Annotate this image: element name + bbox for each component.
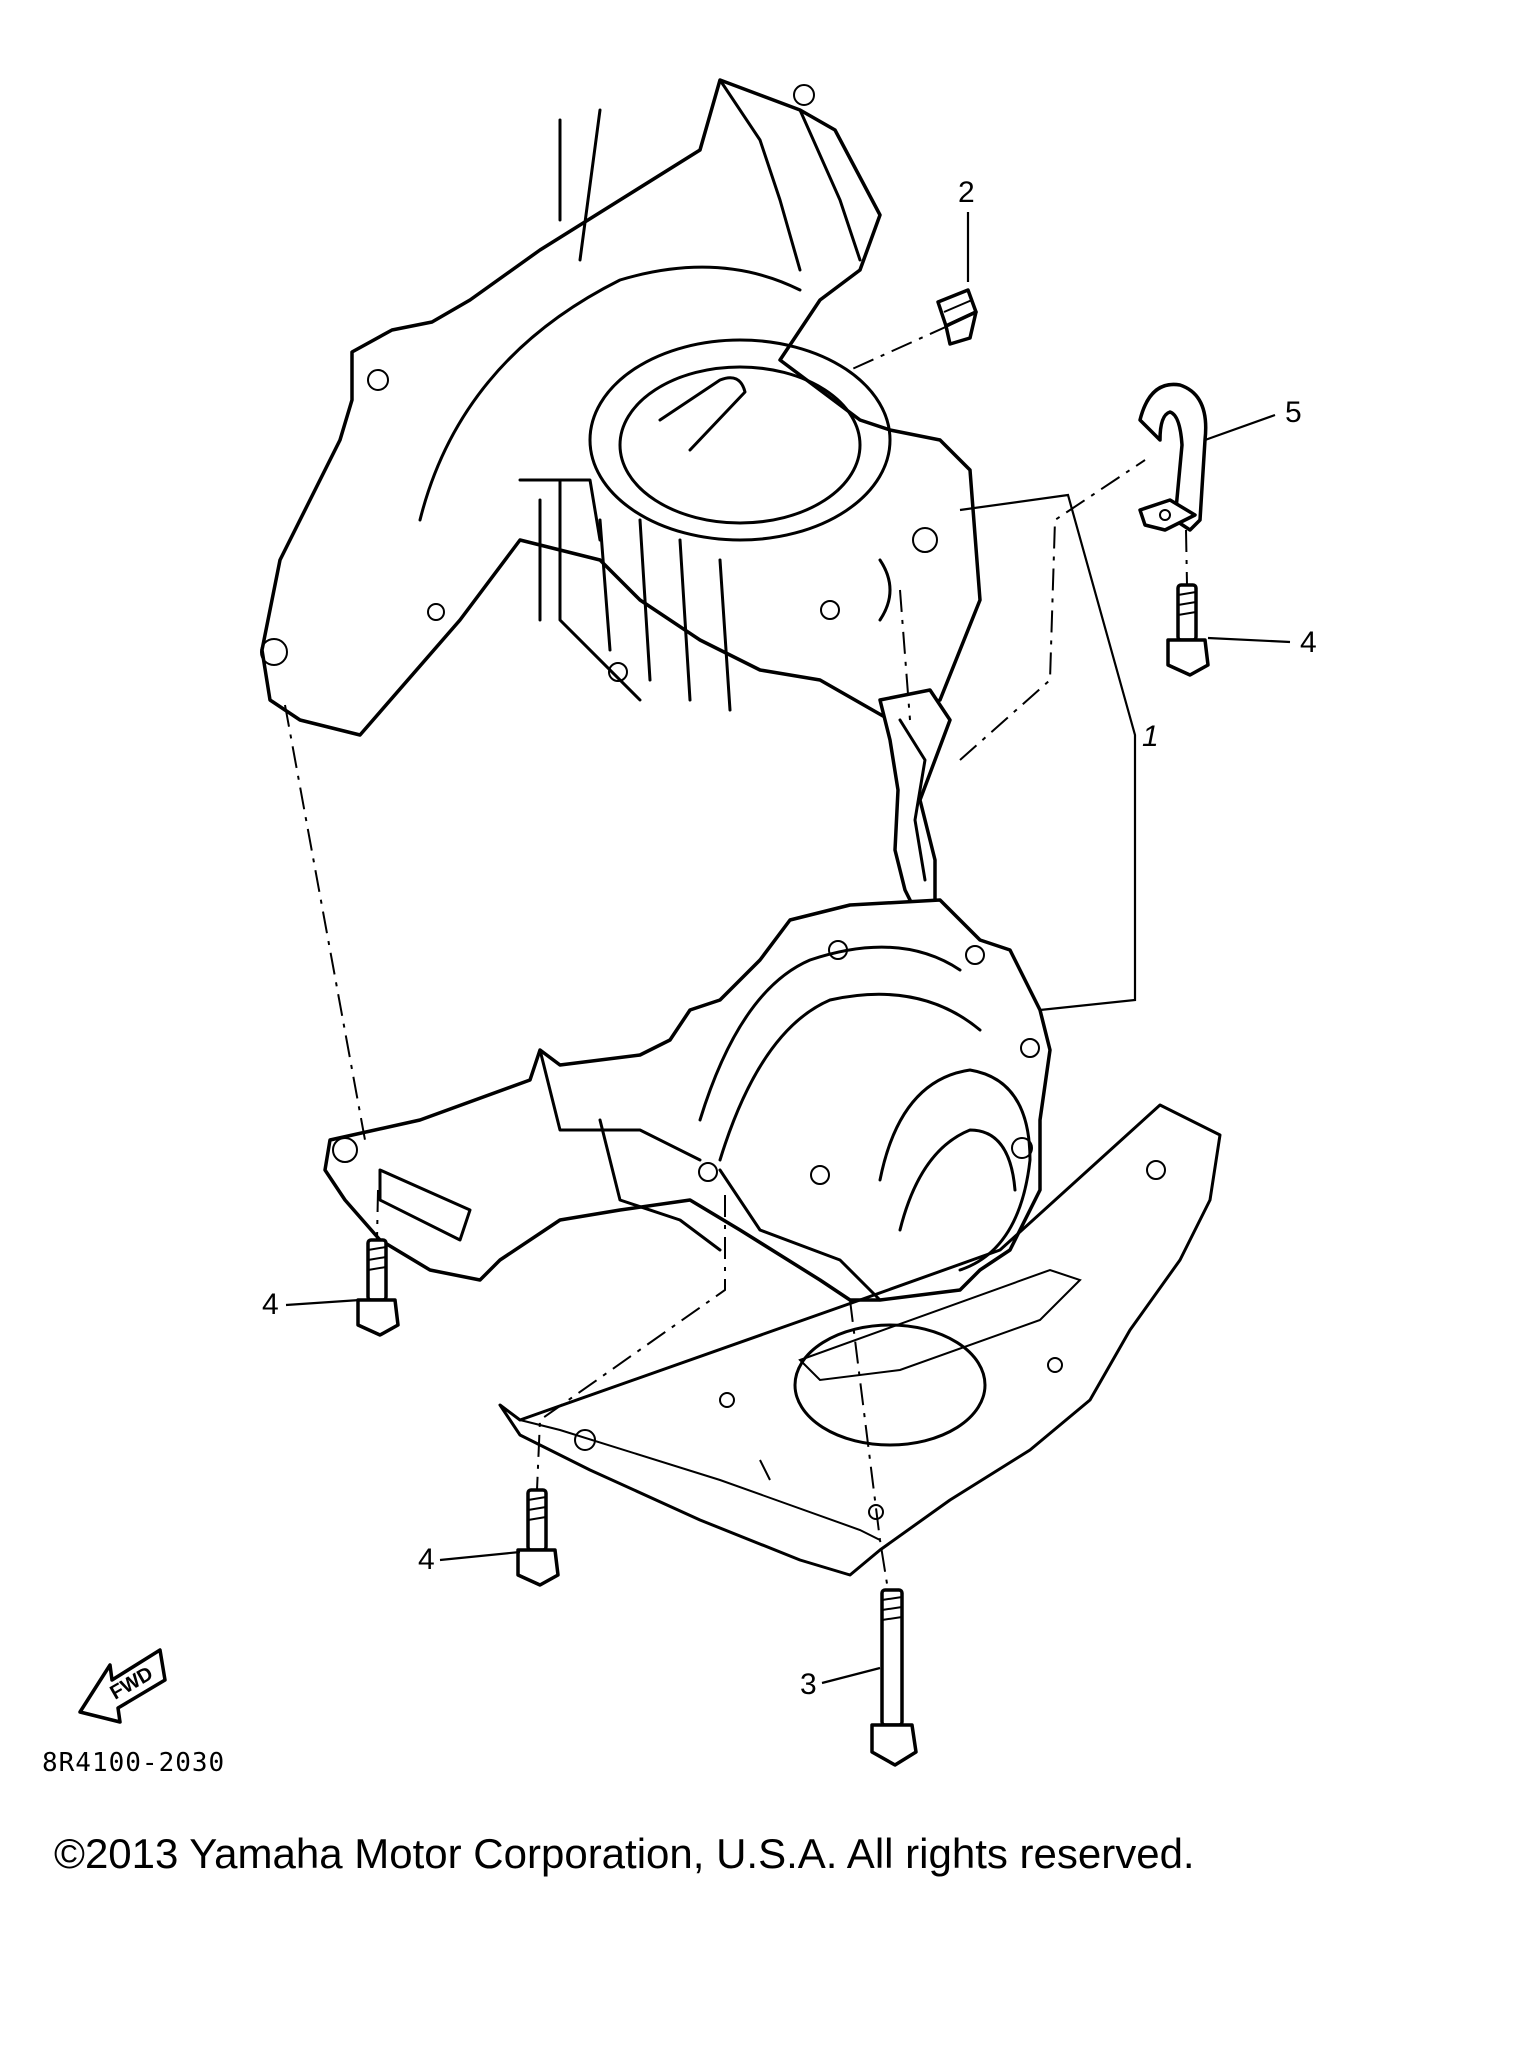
callout-4-left: 4: [262, 1288, 279, 1321]
callout-4-upper-right: 4: [1300, 626, 1317, 659]
assembly-lines: [284, 324, 1188, 1591]
bolt-part-4-bottom: [516, 1488, 560, 1587]
clamp-part-5: [1138, 382, 1208, 532]
bolt-part-4-left: [356, 1238, 400, 1337]
diagram-reference-code: 8R4100-2030: [42, 1748, 226, 1778]
callout-2: 2: [958, 176, 975, 209]
callout-5: 5: [1285, 396, 1302, 429]
callout-4-bottom: 4: [418, 1543, 435, 1576]
callout-3: 3: [800, 1668, 817, 1701]
upper-crankcase-half: [260, 78, 982, 737]
fwd-arrow-icon: FWD: [78, 1648, 167, 1724]
leader-lines: [285, 212, 1291, 1685]
callout-1: 1: [1142, 720, 1159, 753]
bolt-part-3: [870, 1588, 918, 1767]
passage-bracket: [878, 688, 952, 922]
lower-crankcase-half: [323, 898, 1052, 1302]
bottom-cover-plate: [498, 1103, 1222, 1577]
copyright-notice: ©2013 Yamaha Motor Corporation, U.S.A. A…: [54, 1830, 1195, 1877]
plug-part-2: [936, 288, 978, 346]
bolt-part-4-upper-right: [1166, 583, 1210, 677]
